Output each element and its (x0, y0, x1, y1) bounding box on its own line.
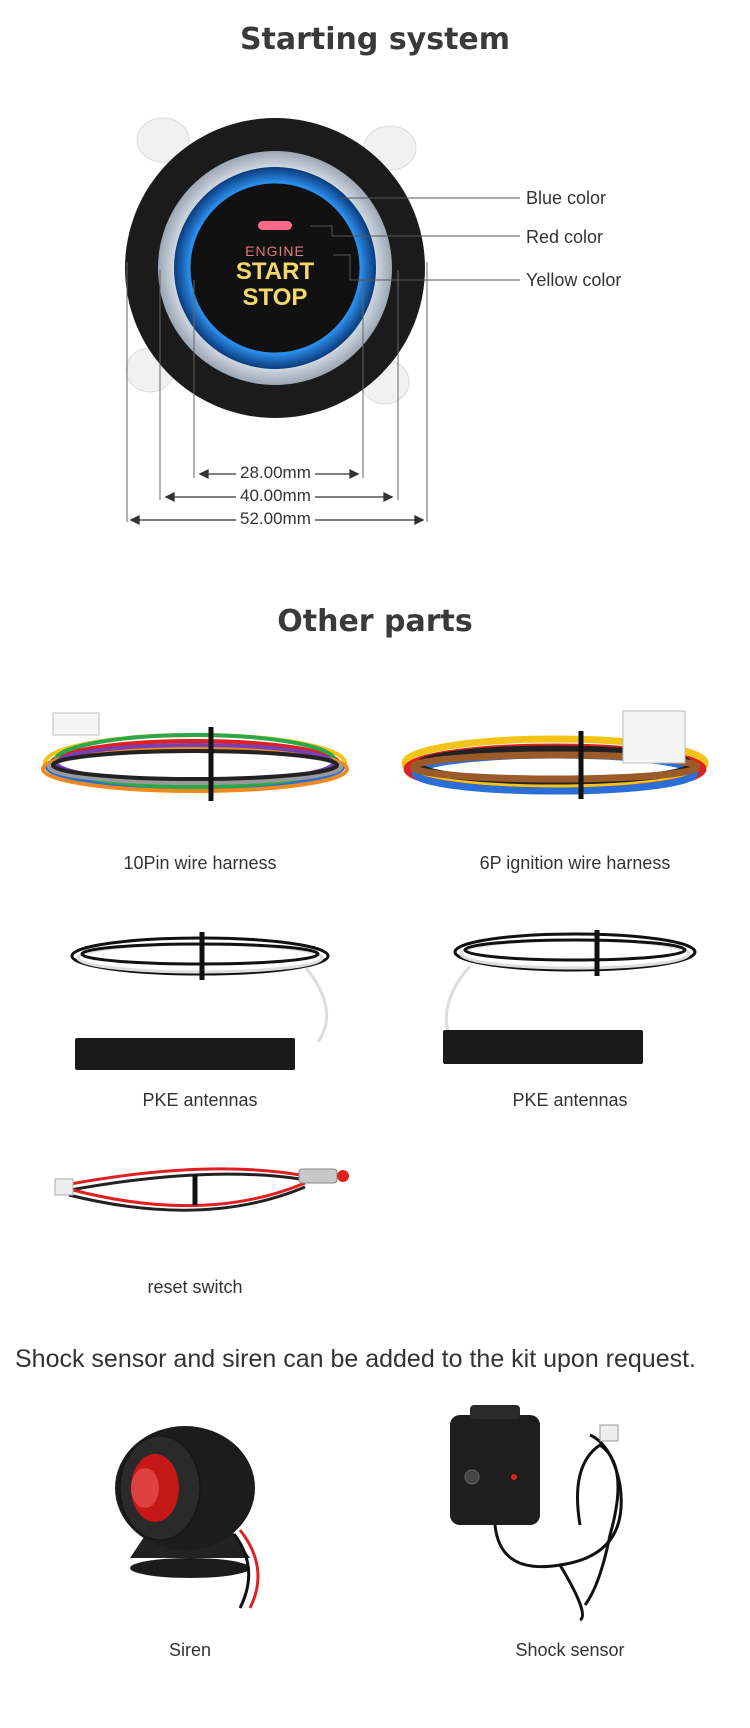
pke-antenna-2-image (443, 930, 697, 1064)
caption-pke-antennas-2: PKE antennas (512, 1090, 628, 1110)
callout-yellow: Yellow color (526, 270, 622, 290)
other-parts-title: Other parts (277, 604, 473, 639)
shock-sensor-image (450, 1405, 623, 1622)
dimension-28mm: 28.00mm (236, 463, 315, 483)
pke-antenna-1-image (70, 932, 330, 1070)
starting-system-title: Starting system (239, 22, 511, 57)
siren-image (115, 1426, 260, 1609)
button-label-engine: ENGINE (245, 243, 305, 259)
dimension-40mm: 40.00mm (236, 486, 315, 506)
10pin-harness-image (41, 712, 349, 801)
caption-pke-antennas-1: PKE antennas (142, 1090, 258, 1110)
dimension-52mm: 52.00mm (236, 509, 315, 529)
start-stop-button-image (125, 117, 520, 526)
button-label-start: START (235, 258, 315, 285)
callout-blue: Blue color (526, 188, 607, 208)
caption-6p-ignition-harness: 6P ignition wire harness (479, 853, 671, 873)
optional-parts-note: Shock sensor and siren can be added to t… (15, 1345, 697, 1373)
caption-shock-sensor: Shock sensor (515, 1640, 625, 1660)
reset-switch-image (54, 1167, 349, 1212)
button-label-stop: STOP (242, 284, 308, 311)
caption-10pin-harness: 10Pin wire harness (123, 853, 277, 873)
6p-ignition-harness-image (401, 710, 709, 799)
callout-red: Red color (526, 227, 604, 247)
caption-siren: Siren (168, 1640, 212, 1660)
caption-reset-switch: reset switch (147, 1277, 243, 1297)
